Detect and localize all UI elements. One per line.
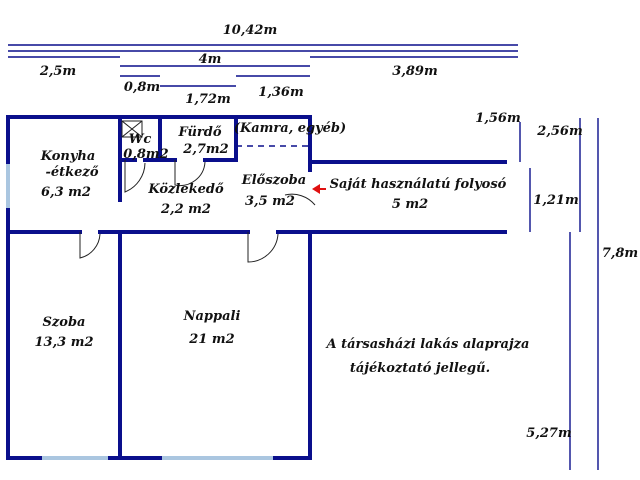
right-section-label: 3,89m <box>392 64 437 79</box>
room-door <box>79 232 101 259</box>
wc-box <box>121 120 143 138</box>
hall-area: 2,2 m2 <box>160 202 211 217</box>
hall-name: Közlekedő <box>147 182 224 197</box>
total-height-label: 7,8m <box>602 246 638 261</box>
wc-name: Wc <box>129 132 152 147</box>
entry-area: 3,5 m2 <box>245 194 295 209</box>
wc-door <box>124 160 146 193</box>
doors <box>79 160 316 263</box>
living-area: 21 m2 <box>188 332 234 347</box>
corridor-top-label: 1,56m <box>475 111 520 126</box>
wc-fixture <box>121 120 143 138</box>
living-door <box>247 232 279 263</box>
living-name: Nappali <box>183 309 241 324</box>
entry-arrow <box>312 184 326 194</box>
lower-height-label: 5,27m <box>526 426 571 441</box>
corridor-area: 5 m2 <box>392 197 428 212</box>
windows <box>6 162 275 460</box>
room-labels: Konyha -étkező 6,3 m2 Wc 0,8m2 Fürdő 2,7… <box>35 121 507 350</box>
corridor-width-label: 1,21m <box>533 193 578 208</box>
wc-width-label: 0,8m <box>124 80 160 95</box>
bath-area: 2,7m2 <box>182 142 228 157</box>
bath-door <box>174 160 206 186</box>
note-line-2: tájékoztató jellegű. <box>350 361 490 376</box>
bath-name: Fürdő <box>177 125 221 140</box>
kitchen-name-2: -étkező <box>45 165 98 180</box>
walls <box>6 115 507 460</box>
dimension-lines <box>8 44 599 470</box>
entry-name: Előszoba <box>241 173 306 188</box>
corridor-name: Saját használatú folyosó <box>330 177 507 192</box>
entry-door <box>284 193 316 206</box>
middle-section-label: 4m <box>199 52 222 67</box>
left-section-label: 2,5m <box>39 64 76 79</box>
corridor-side-label: 2,56m <box>536 124 582 139</box>
room-name: Szoba <box>43 315 86 330</box>
note: A társasházi lakás alaprajza tájékoztató… <box>325 337 530 376</box>
kitchen-name-1: Konyha <box>40 149 96 164</box>
room-area: 13,3 m2 <box>35 335 94 350</box>
total-width-label: 10,42m <box>223 23 277 38</box>
kitchen-area: 6,3 m2 <box>41 185 91 200</box>
note-line-1: A társasházi lakás alaprajza <box>325 337 530 352</box>
wc-cross-2 <box>121 120 143 138</box>
pantry-name: (Kamra, egyéb) <box>234 121 346 136</box>
dimension-labels: 10,42m 2,5m 4m 3,89m 0,8m 1,72m 1,36m 1,… <box>39 23 638 441</box>
bath-width-label: 1,72m <box>185 92 230 107</box>
wc-area: 0,8m2 <box>123 147 168 162</box>
pantry-width-label: 1,36m <box>258 85 303 100</box>
arrow-head <box>312 184 320 194</box>
